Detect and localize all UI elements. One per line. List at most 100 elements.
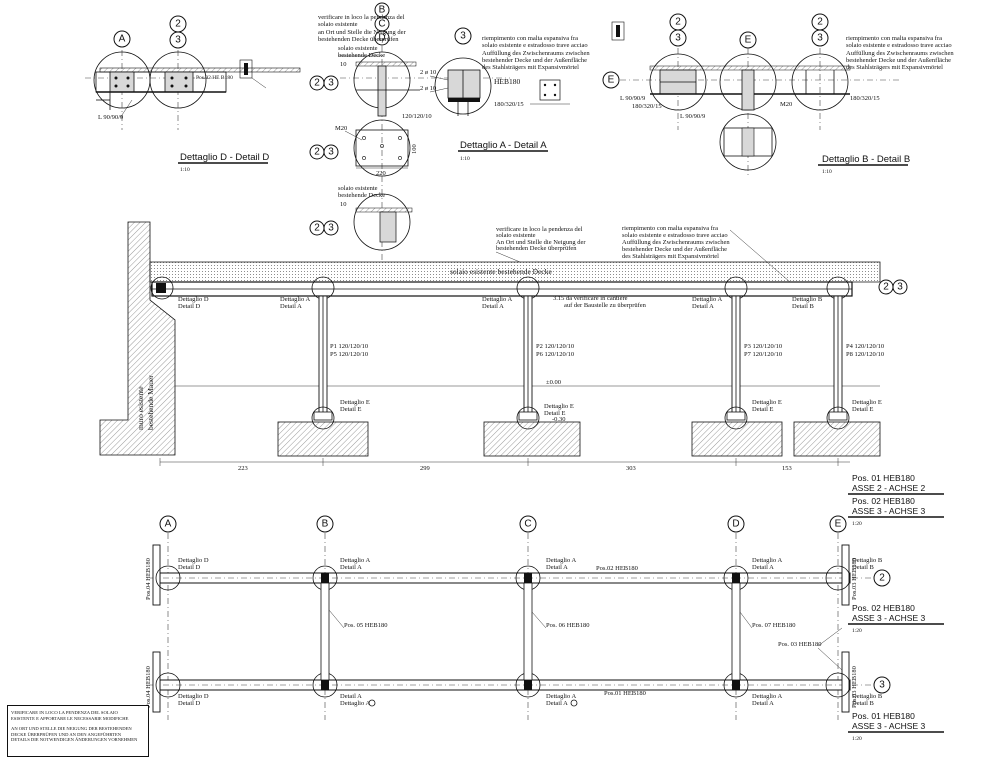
section-note-slope-de: An Ort und Stelle die Neigung der [496, 239, 586, 246]
title-4b: ASSE 3 - ACHSE 3 [852, 721, 925, 731]
title-2a: Pos. 02 HEB180 [852, 496, 915, 506]
detail-b-bubble-e-left: E [608, 75, 615, 86]
slab-label: solaio esistente bestehende Decke [450, 267, 553, 276]
col4-top-de: Detail B [792, 303, 815, 310]
detail-a-bubble-2: 2 [314, 78, 320, 89]
detail-a-w220: 220 [376, 170, 386, 177]
detail-a-dim1: 2 ø 10 [420, 69, 436, 76]
detail-b-bolt: M20 [780, 101, 792, 108]
detail-a-fill-note: riempimento con malta espansiva fra [482, 35, 578, 42]
plan-bot-label-3-de: Detail A [546, 700, 568, 707]
plan-bot-label-3: Dettaglio A [546, 693, 576, 700]
plan-bot-label-2: Detail A [340, 693, 362, 700]
section-left-detail-de: Detail D [178, 303, 201, 310]
plan-axis-2: 2 [879, 573, 885, 584]
detail-a2-bubble-2: 2 [314, 223, 320, 234]
detail-a-note-slope-de-2: bestehenden Decke überprüfen [318, 36, 399, 43]
col1-top-de: Detail A [280, 303, 302, 310]
plan-pos03: Pos. 03 HEB180 [778, 641, 822, 648]
existing-slab [99, 67, 301, 73]
col1-bot-de: Detail E [340, 406, 362, 413]
detail-a-h100: 100 [411, 144, 418, 154]
detail-a-existing: solaio esistente [338, 45, 378, 52]
col4-top: Dettaglio B [792, 296, 823, 303]
general-note-box: Verificare in loco la pendenza del solai… [7, 705, 149, 757]
detail-b-bubble-e: E [745, 35, 752, 46]
plan-top-label-2-de: Detail A [340, 564, 362, 571]
detail-b-fill-note: riempimento con malta espansiva fra [846, 35, 942, 42]
detail-a: B C D 2 3 3 verificare in loco la penden… [309, 2, 590, 260]
section-note-fill-2: solaio esistente e estradosso trave acci… [622, 232, 728, 239]
plan-bot-label-5-de: Detail B [852, 700, 875, 707]
plan-top-label-4-de: Detail A [752, 564, 774, 571]
detail-d: A 2 3 L 90/90/9 Pos.02 HE B180 Dettaglio… [85, 15, 301, 173]
axis-label-a: A [119, 34, 126, 45]
note-line-5: Details die notwendigen Änderungen vorne… [11, 737, 138, 743]
plan-beam-bot: Pos.01 HEB180 [604, 690, 646, 697]
title-3s: 1:20 [852, 628, 862, 634]
detail-b-angle-2: L 90/90/9 [680, 113, 705, 120]
plan-side-left-top: Pos.04 HEB180 [145, 558, 152, 600]
detail-a2-w10: 10 [340, 201, 347, 208]
plan-top-label-4: Dettaglio A [752, 557, 782, 564]
plan-axis-3: 3 [879, 680, 885, 691]
detail-a-fill-note-de: Auffüllung des Zwischenraums zwischen [482, 50, 590, 57]
title-1b: ASSE 2 - ACHSE 2 [852, 483, 925, 493]
title-1a: Pos. 01 HEB180 [852, 473, 915, 483]
note-line-2: esistente e apportare le necessarie modi… [11, 715, 129, 721]
span-1: 223 [238, 465, 248, 472]
level-neg: -0.30 [552, 416, 566, 423]
plan-bot-label-4-de: Detail A [752, 700, 774, 707]
col2-bot-de: Detail E [544, 410, 566, 417]
detail-a-w10: 10 [340, 61, 347, 68]
plan-top-label-1: Dettaglio D [178, 557, 209, 564]
detail-b-plate1: 180/320/15 [632, 103, 662, 110]
detail-b-angle: L 90/90/9 [620, 95, 645, 102]
section-note-fill-de: Auffüllung des Zwischenraums zwischen [622, 239, 730, 246]
level-note: 3.15 da verificare in cantiere [553, 295, 628, 302]
plan-axis-b: B [322, 519, 329, 530]
detail-a-plan-bubble-2: 2 [314, 147, 320, 158]
col3-top: Dettaglio A [692, 296, 722, 303]
plan-bot-label-5: Dettaglio B [852, 693, 883, 700]
detail-b-bubble-3a: 3 [675, 33, 681, 44]
detail-a-col: 120/120/10 [402, 113, 432, 120]
section-note-slope-2: solaio esistente [496, 232, 536, 239]
svg-text:Pos.02 HE B180: Pos.02 HE B180 [196, 75, 233, 81]
detail-d-title: Dettaglio D - Detail D [180, 152, 269, 163]
plan-side-left-bot: Pos.04 HEB180 [145, 666, 152, 708]
title-2s: 1:20 [852, 521, 862, 527]
level-note-2: auf der Baustelle zu überprüfen [564, 302, 647, 309]
col4-bot: Dettaglio E [852, 399, 882, 406]
detail-b-plate2: 180/320/15 [850, 95, 880, 102]
detail-a-title: Dettaglio A - Detail A [460, 140, 547, 151]
detail-a-note-slope: verificare in loco la pendenza del [318, 14, 405, 21]
col2-top: Dettaglio A [482, 296, 512, 303]
plan-beam-top: Pos.02 HEB180 [596, 565, 638, 572]
span-3: 303 [626, 465, 636, 472]
span-dimensions: 223 299 303 153 [159, 458, 850, 472]
plan-axis-d: D [732, 519, 739, 530]
wall-label-it: muro esistente [136, 386, 145, 430]
axis-bubble-3 [169, 31, 187, 49]
plan-side-right-top: Pos.03 HEB180 [851, 558, 858, 600]
detail-a-scale: 1:10 [460, 156, 470, 162]
plan-bot-label-2-de: Dettaglio A [340, 700, 370, 707]
plan-axis-e: E [835, 519, 842, 530]
detail-b-bubble-2a: 2 [675, 17, 681, 28]
detail-a-plate: 180/320/15 [494, 101, 524, 108]
column-4: Dettaglio B Detail B P4 120/120/10 P8 12… [792, 276, 884, 457]
col1-top: Dettaglio A [280, 296, 310, 303]
wall-label-de: bestehende Mauer [146, 375, 155, 430]
plan-pos05: Pos. 05 HEB180 [344, 622, 388, 629]
section-bubble-2: 2 [883, 282, 889, 293]
section-note-fill-de-3: des Stahlsträgers mit Expansivmörtel [622, 253, 719, 260]
axis-label-d-top: D [378, 33, 385, 44]
axis-bubble-a [113, 30, 131, 48]
detail-b: 2 3 E 2 3 E L 90/90/9 180/320/15 180/320… [602, 13, 954, 175]
detail-a-plan-bubble-3: 3 [328, 147, 334, 158]
detail-b-fill-note-de-3: des Stahlsträgers mit Expansivmörtel [846, 64, 943, 71]
detail-d-angle-label: L 90/90/9 [98, 114, 123, 121]
title-3b: ASSE 3 - ACHSE 3 [852, 613, 925, 623]
